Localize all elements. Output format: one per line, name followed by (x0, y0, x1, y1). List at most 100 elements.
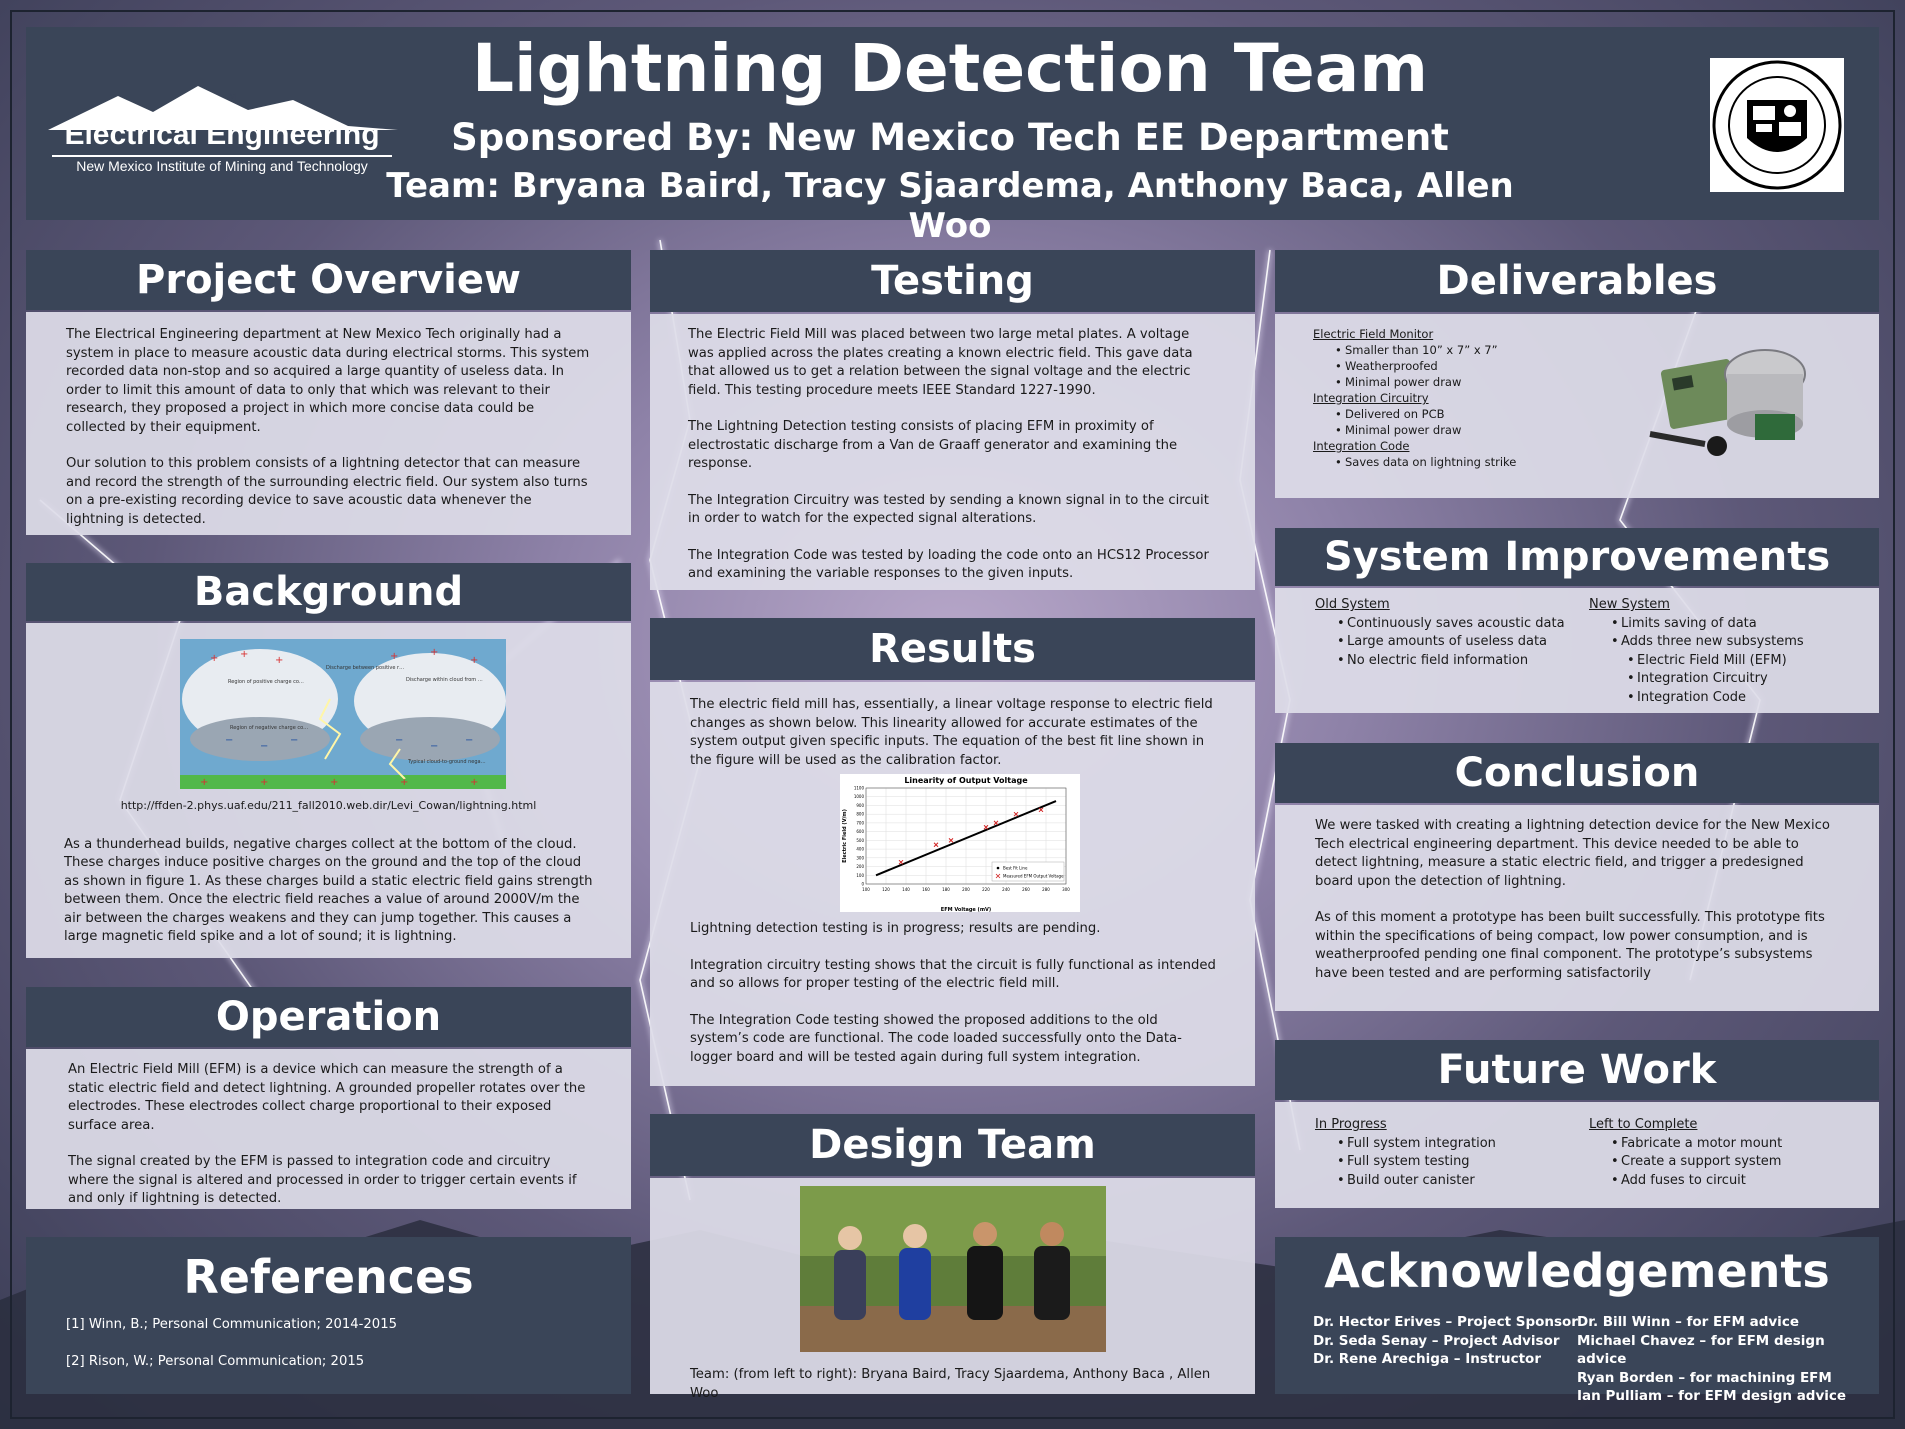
deliverables-body: Electric Field Monitor Smaller than 10” … (1275, 314, 1879, 498)
plot-area-border (865, 787, 1067, 885)
list-item: Fabricate a motor mount (1589, 1135, 1859, 1154)
x-tick-label: 280 (1042, 887, 1050, 892)
testing-paragraph-1: The Electric Field Mill was placed betwe… (688, 327, 1193, 398)
y-tick-label: 800 (856, 812, 864, 817)
x-tick-label: 180 (942, 887, 950, 892)
svg-text:+: + (210, 653, 218, 664)
team-photo-caption: Team: (from left to right): Bryana Baird… (690, 1367, 1211, 1401)
design-team-heading: Design Team (650, 1114, 1255, 1176)
ack-item: Dr. Rene Arechiga – Instructor (1313, 1351, 1541, 1367)
list-item: Continuously saves acoustic data (1315, 615, 1575, 634)
acknowledgements-heading: Acknowledgements (1324, 1244, 1830, 1298)
project-overview-body: The Electrical Engineering department at… (26, 312, 631, 535)
testing-paragraph-4: The Integration Code was tested by loadi… (688, 547, 1209, 582)
references-panel: References [1] Winn, B.; Personal Commun… (26, 1237, 631, 1394)
svg-text:+: + (200, 777, 208, 788)
old-system-column: Old System Continuously saves acoustic d… (1315, 596, 1575, 670)
svg-text:+: + (260, 777, 268, 788)
project-overview-panel: Project Overview The Electrical Engineer… (26, 250, 631, 535)
svg-text:−: − (290, 735, 298, 746)
list-item: Weatherproofed (1313, 358, 1859, 374)
chart-background (840, 774, 1080, 912)
svg-text:+: + (390, 651, 398, 662)
logo-title: Electrical Engineering (64, 118, 380, 151)
testing-panel: Testing The Electric Field Mill was plac… (650, 250, 1255, 590)
chart-title: Linearity of Output Voltage (904, 776, 1028, 785)
background-heading: Background (26, 563, 631, 621)
reference-2: [2] Rison, W.; Personal Communication; 2… (66, 1354, 365, 1369)
list-item: Full system integration (1315, 1135, 1575, 1154)
data-point (898, 859, 904, 865)
seal-icon (1712, 60, 1842, 190)
y-tick-label: 100 (856, 873, 864, 878)
conclusion-body: We were tasked with creating a lightning… (1275, 805, 1879, 1011)
background-body: +++ +++ +++++ −−− −−− Region of positive… (26, 623, 631, 958)
legend-points-marker (995, 873, 1001, 879)
svg-text:+: + (330, 777, 338, 788)
deliverables-panel: Deliverables Electric Field Monitor Smal… (1275, 250, 1879, 498)
list-item: No electric field information (1315, 652, 1575, 671)
poster-frame (10, 10, 1895, 1419)
y-tick-label: 400 (856, 847, 864, 852)
conclusion-paragraph-1: We were tasked with creating a lightning… (1315, 818, 1830, 889)
future-work-heading: Future Work (1275, 1040, 1879, 1100)
svg-text:+: + (470, 777, 478, 788)
testing-heading: Testing (650, 250, 1255, 312)
background-panel: Background +++ +++ +++++ −−− −−− Region … (26, 563, 631, 958)
list-item: Integration Circuitry (1589, 670, 1859, 689)
deliverable-code-list: Saves data on lightning strike (1313, 454, 1859, 470)
data-point (933, 842, 939, 848)
new-subsystem-list: Electric Field Mill (EFM) Integration Ci… (1589, 652, 1859, 708)
results-body: The electric field mill has, essentially… (650, 682, 1255, 1086)
conclusion-panel: Conclusion We were tasked with creating … (1275, 743, 1879, 1011)
in-progress-column: In Progress Full system integration Full… (1315, 1116, 1575, 1190)
y-axis-label: Electric Field (V/m) (842, 809, 848, 863)
svg-text:−: − (430, 741, 438, 752)
best-fit-line (875, 800, 1057, 877)
deliverable-efm-list: Smaller than 10” x 7” x 7” Weatherproofe… (1313, 342, 1859, 390)
ack-item: Dr. Bill Winn – for EFM advice (1577, 1314, 1799, 1330)
svg-text:−: − (260, 741, 268, 752)
deliverable-code-heading: Integration Code (1313, 439, 1410, 453)
acknowledgements-right: Dr. Bill Winn – for EFM advice Michael C… (1577, 1313, 1877, 1406)
x-tick-label: 160 (922, 887, 930, 892)
list-item: Adds three new subsystems (1589, 633, 1859, 652)
x-tick-label: 300 (1062, 887, 1070, 892)
acknowledgements-left: Dr. Hector Erives – Project Sponsor Dr. … (1313, 1313, 1583, 1369)
results-paragraph-2: Lightning detection testing is in progre… (690, 921, 1101, 936)
poster-title: Lightning Detection Team (471, 30, 1429, 107)
operation-paragraph-2: The signal created by the EFM is passed … (68, 1154, 577, 1206)
project-overview-heading: Project Overview (26, 250, 631, 310)
operation-heading: Operation (26, 987, 631, 1047)
ack-item: Ryan Borden – for machining EFM (1577, 1369, 1832, 1386)
data-point (993, 820, 999, 826)
x-axis-label: EFM Voltage (mV) (941, 907, 991, 912)
poster-team: Team: Bryana Baird, Tracy Sjaardema, Ant… (386, 166, 1514, 246)
overview-paragraph-1: The Electrical Engineering department at… (66, 327, 590, 435)
design-team-panel: Design Team Team: (from left to right): … (650, 1114, 1255, 1401)
list-item: Electric Field Mill (EFM) (1589, 652, 1859, 671)
list-item: Build outer canister (1315, 1172, 1575, 1191)
left-to-complete-column: Left to Complete Fabricate a motor mount… (1589, 1116, 1859, 1190)
fig-label-3: Discharge within cloud from … (406, 677, 483, 683)
university-seal (1710, 58, 1844, 192)
old-system-list: Continuously saves acoustic data Large a… (1315, 615, 1575, 671)
ack-item: Dr. Hector Erives – Project Sponsor (1313, 1314, 1578, 1330)
ack-item: Michael Chavez – for EFM design advice (1577, 1332, 1825, 1368)
svg-text:+: + (400, 777, 408, 788)
deliverable-circuitry-list: Delivered on PCB Minimal power draw (1313, 406, 1859, 438)
list-item: Saves data on lightning strike (1313, 454, 1859, 470)
deliverable-efm-heading: Electric Field Monitor (1313, 327, 1434, 341)
list-item: Full system testing (1315, 1153, 1575, 1172)
y-tick-label: 900 (856, 803, 864, 808)
results-heading: Results (650, 618, 1255, 680)
in-progress-list: Full system integration Full system test… (1315, 1135, 1575, 1191)
legend-line-marker (996, 866, 1000, 870)
legend-label-best-fit: Best Fit Line (1003, 866, 1028, 871)
list-item: Minimal power draw (1313, 422, 1859, 438)
system-improvements-body: Old System Continuously saves acoustic d… (1275, 588, 1879, 713)
reference-1: [1] Winn, B.; Personal Communication; 20… (66, 1317, 397, 1332)
team-photo (800, 1186, 1106, 1352)
y-tick-label: 600 (856, 829, 864, 834)
fig-label-1: Region of positive charge co… (228, 679, 304, 685)
